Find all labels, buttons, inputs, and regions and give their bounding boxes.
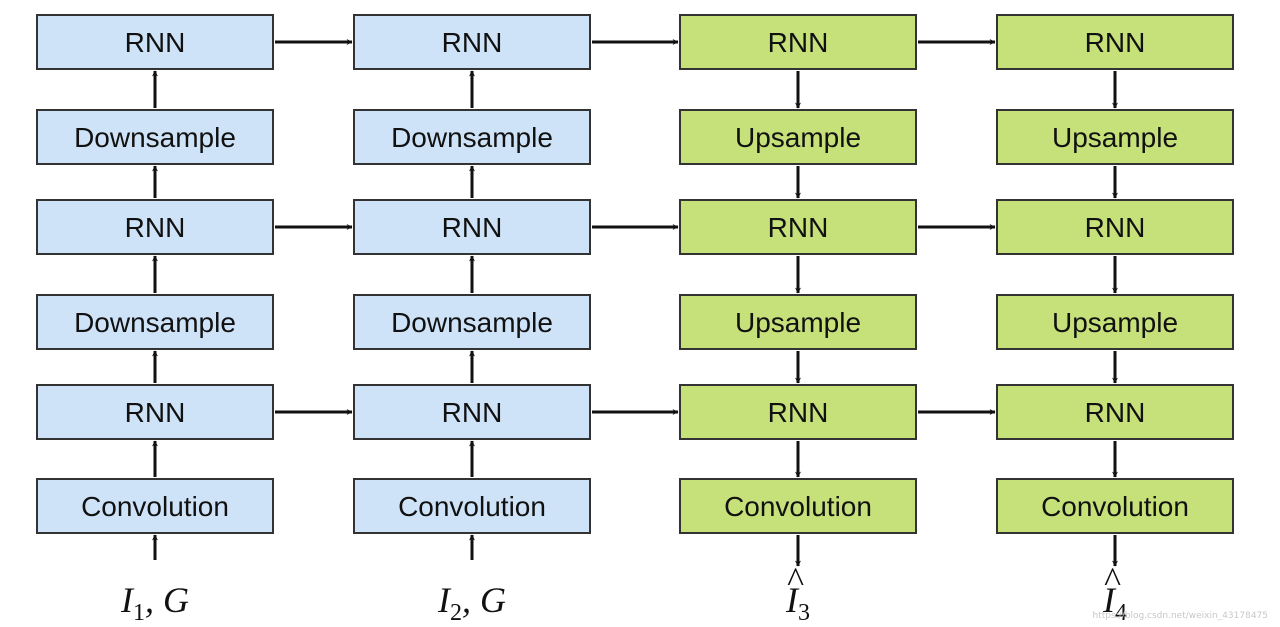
io-label-subscript: 4: [1115, 600, 1127, 626]
layer-box-rect: [36, 199, 274, 255]
layer-box-downsample: Downsample: [36, 109, 274, 165]
hat-accent: ^: [1103, 560, 1121, 600]
layer-box-label: Convolution: [398, 491, 546, 522]
layer-box-label: RNN: [442, 397, 503, 428]
layer-box-label: Downsample: [74, 122, 236, 153]
layer-box-rnn: RNN: [679, 14, 917, 70]
output-label: I3^: [785, 560, 810, 626]
io-label-text: I1, G: [120, 580, 189, 626]
layer-box-convolution: Convolution: [353, 478, 591, 534]
io-label-suffix: , G: [462, 580, 506, 620]
layer-box-rnn: RNN: [36, 199, 274, 255]
layer-box-rnn: RNN: [353, 384, 591, 440]
layer-box-label: RNN: [125, 212, 186, 243]
layer-box-rect: [996, 294, 1234, 350]
layer-box-convolution: Convolution: [679, 478, 917, 534]
layer-box-rect: [679, 384, 917, 440]
layer-box-rnn: RNN: [36, 384, 274, 440]
layer-box-label: Downsample: [74, 307, 236, 338]
hat-accent: ^: [786, 560, 804, 600]
layer-box-rnn: RNN: [679, 384, 917, 440]
layer-box-convolution: Convolution: [996, 478, 1234, 534]
layer-box-rect: [996, 478, 1234, 534]
layer-box-rnn: RNN: [996, 384, 1234, 440]
layer-box-rect: [679, 109, 917, 165]
io-label-subscript: 3: [798, 600, 810, 626]
layer-box-rnn: RNN: [996, 14, 1234, 70]
layer-box-rect: [353, 478, 591, 534]
layer-box-rect: [353, 109, 591, 165]
io-label-base: I: [785, 580, 800, 620]
layer-box-label: RNN: [125, 397, 186, 428]
layer-box-rect: [679, 14, 917, 70]
layer-box-label: Downsample: [391, 307, 553, 338]
layer-box-rect: [36, 294, 274, 350]
layer-box-label: RNN: [768, 27, 829, 58]
layer-box-label: Convolution: [1041, 491, 1189, 522]
layer-box-rect: [36, 384, 274, 440]
layer-box-label: Convolution: [724, 491, 872, 522]
layer-box-upsample: Upsample: [679, 109, 917, 165]
layer-box-rnn: RNN: [679, 199, 917, 255]
layer-box-downsample: Downsample: [353, 109, 591, 165]
layer-box-rect: [36, 109, 274, 165]
layer-box-label: Upsample: [735, 122, 861, 153]
io-label-subscript: 2: [450, 600, 462, 626]
io-label-subscript: 1: [133, 600, 145, 626]
layer-box-label: RNN: [768, 397, 829, 428]
layer-box-label: Upsample: [1052, 307, 1178, 338]
layer-box-rect: [353, 384, 591, 440]
layer-box-downsample: Downsample: [353, 294, 591, 350]
layer-box-rect: [353, 294, 591, 350]
layer-box-rect: [996, 384, 1234, 440]
layer-box-rnn: RNN: [353, 14, 591, 70]
layer-box-rect: [679, 294, 917, 350]
io-label-suffix: , G: [145, 580, 189, 620]
layer-box-label: Convolution: [81, 491, 229, 522]
layer-box-rect: [353, 14, 591, 70]
layer-box-label: RNN: [1085, 397, 1146, 428]
layer-box-convolution: Convolution: [36, 478, 274, 534]
input-label: I1, G: [120, 580, 189, 626]
layer-box-upsample: Upsample: [679, 294, 917, 350]
layer-box-rect: [679, 199, 917, 255]
io-label-base: I: [120, 580, 135, 620]
layer-box-rect: [996, 199, 1234, 255]
layer-box-rect: [36, 14, 274, 70]
io-label-base: I: [437, 580, 452, 620]
layer-box-upsample: Upsample: [996, 294, 1234, 350]
layer-box-rect: [36, 478, 274, 534]
layer-box-label: RNN: [1085, 27, 1146, 58]
layer-box-label: RNN: [442, 27, 503, 58]
layer-box-label: RNN: [768, 212, 829, 243]
layer-box-label: RNN: [1085, 212, 1146, 243]
layer-box-upsample: Upsample: [996, 109, 1234, 165]
layer-box-rnn: RNN: [353, 199, 591, 255]
io-label-text: I3: [785, 580, 810, 626]
arrows-layer: [152, 39, 1118, 567]
layer-box-label: Downsample: [391, 122, 553, 153]
layer-box-rect: [679, 478, 917, 534]
boxes-layer: RNNDownsampleRNNDownsampleRNNConvolution…: [36, 14, 1234, 534]
layer-box-label: Upsample: [735, 307, 861, 338]
input-label: I2, G: [437, 580, 506, 626]
layer-box-downsample: Downsample: [36, 294, 274, 350]
io-label-text: I2, G: [437, 580, 506, 626]
io-label-text: I4: [1102, 580, 1127, 626]
layer-box-rect: [996, 14, 1234, 70]
layer-box-rect: [353, 199, 591, 255]
output-label: I4^: [1102, 560, 1127, 626]
layer-box-label: RNN: [125, 27, 186, 58]
io-label-base: I: [1102, 580, 1117, 620]
layer-box-rnn: RNN: [996, 199, 1234, 255]
layer-box-label: Upsample: [1052, 122, 1178, 153]
watermark-text: https://blog.csdn.net/weixin_43178475: [1092, 611, 1268, 621]
layer-box-label: RNN: [442, 212, 503, 243]
layer-box-rect: [996, 109, 1234, 165]
layer-box-rnn: RNN: [36, 14, 274, 70]
